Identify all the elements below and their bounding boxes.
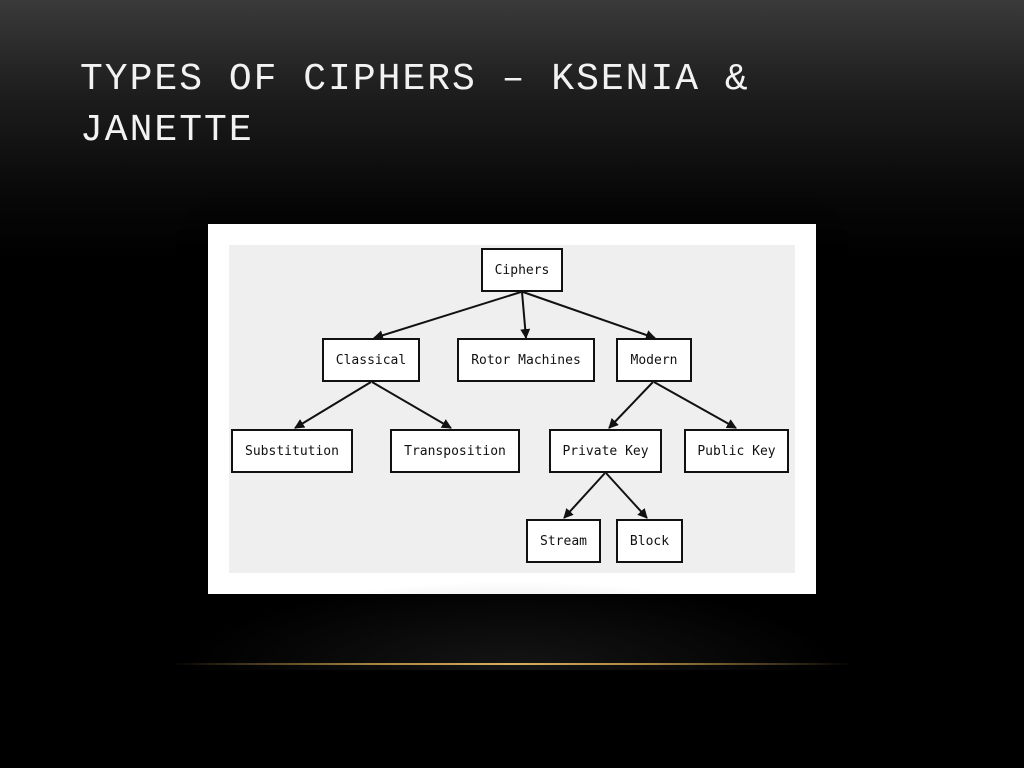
node-stream: Stream	[526, 519, 601, 563]
edge-classical-substitution	[294, 381, 372, 429]
slide-title: TYPES OF CIPHERS – KSENIA & JANETTE	[80, 58, 750, 152]
edge-ciphers-rotor-machines	[520, 291, 531, 339]
node-ciphers: Ciphers	[481, 248, 563, 292]
cipher-hierarchy-diagram: Ciphers Classical Rotor Machines Modern …	[229, 245, 795, 573]
node-modern: Modern	[616, 338, 692, 382]
node-transposition: Transposition	[390, 429, 520, 473]
diagram-edges	[294, 291, 737, 519]
edge-modern-public-key	[653, 381, 737, 429]
edge-ciphers-modern	[522, 291, 656, 340]
diagram-image-frame: Ciphers Classical Rotor Machines Modern …	[208, 224, 816, 594]
node-public-key: Public Key	[684, 429, 789, 473]
edge-classical-transposition	[371, 381, 452, 429]
edge-ciphers-classical	[373, 291, 522, 341]
edge-modern-private-key	[608, 381, 654, 429]
edge-private-key-block	[605, 472, 648, 519]
floor-reflection-glow	[180, 580, 844, 670]
edge-private-key-stream	[563, 472, 606, 519]
gold-accent-line	[170, 663, 854, 665]
node-classical: Classical	[322, 338, 420, 382]
node-private-key: Private Key	[549, 429, 662, 473]
node-substitution: Substitution	[231, 429, 353, 473]
node-block: Block	[616, 519, 683, 563]
node-rotor-machines: Rotor Machines	[457, 338, 595, 382]
